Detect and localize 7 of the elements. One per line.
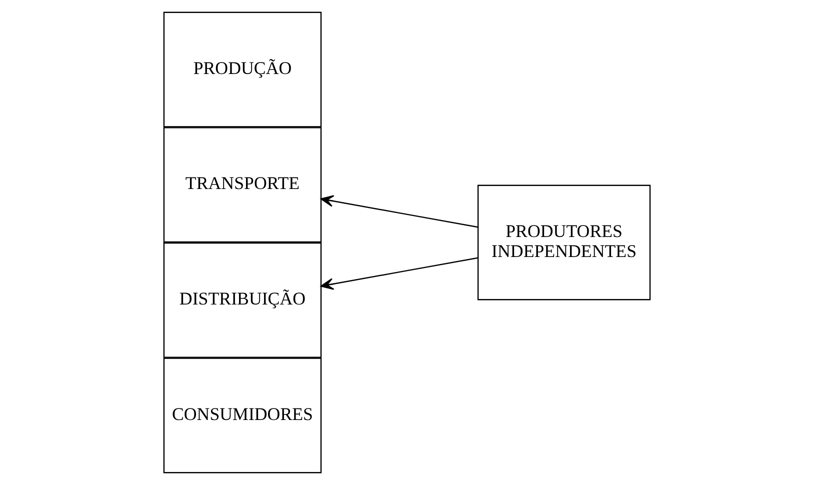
node-box: PRODUÇÃO — [163, 12, 322, 128]
arrow — [320, 195, 478, 228]
node-box: TRANSPORTE — [163, 127, 322, 243]
arrow — [320, 257, 478, 290]
node-box: PRODUTORES INDEPENDENTES — [477, 184, 651, 300]
node-box: CONSUMIDORES — [163, 358, 322, 474]
node-box: DISTRIBUIÇÃO — [163, 242, 322, 358]
